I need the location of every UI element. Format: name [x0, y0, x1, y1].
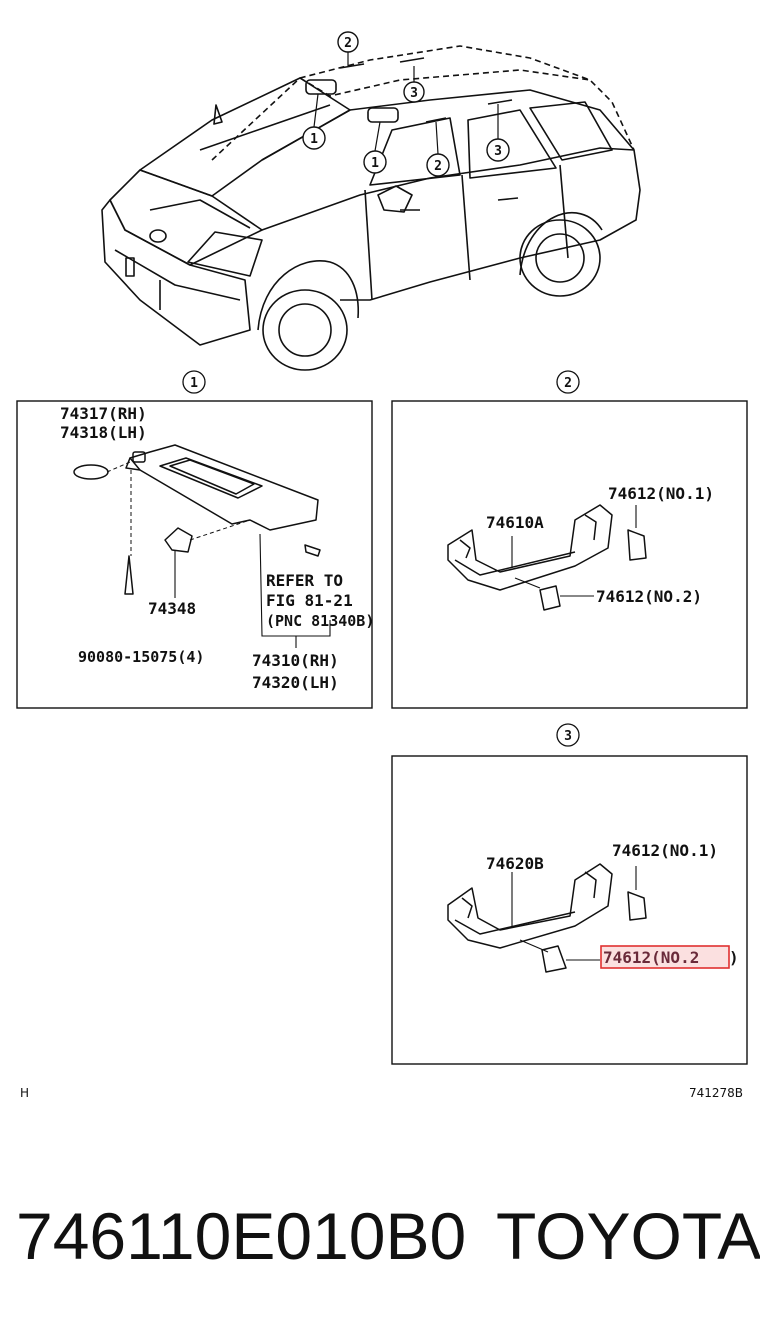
car-callout-1a: 1 — [310, 132, 318, 147]
grip-drawing-74620b — [447, 863, 647, 973]
panel-3-callout: 3 — [564, 729, 572, 744]
label-74320-lh: 74320(LH) — [252, 673, 339, 692]
car-callout-3a: 3 — [410, 86, 418, 101]
panel-1-sun-visor: 1 74317(RH) 74318(LH) 74348 REFER TO — [16, 370, 374, 709]
label-74612-no2-panel3-highlighted: 74612(NO.2 — [603, 948, 699, 967]
label-90080-15075: 90080-15075(4) — [78, 648, 204, 666]
label-74318-lh: 74318(LH) — [60, 423, 147, 442]
panel-1-callout: 1 — [190, 376, 198, 391]
label-refer-line3: (PNC 81340B) — [266, 612, 374, 630]
car-callout-3b: 3 — [494, 144, 502, 159]
sun-visor-drawing — [73, 444, 321, 595]
label-74317-rh: 74317(RH) — [60, 404, 147, 423]
label-74620b: 74620B — [486, 854, 544, 873]
corner-code-left: H — [20, 1086, 29, 1100]
illustration-number: 741278B — [689, 1086, 743, 1100]
label-74310-rh: 74310(RH) — [252, 651, 339, 670]
label-74348: 74348 — [148, 599, 196, 618]
panel-2-callout: 2 — [564, 376, 572, 391]
car-callout-2a: 2 — [344, 36, 352, 51]
car-callouts — [302, 31, 510, 177]
panel-2-assist-grip: 2 74610A 74612(NO.1) 74612(NO.2) — [391, 370, 748, 709]
label-74612-no2-panel2: 74612(NO.2) — [596, 587, 702, 606]
highlight-box — [600, 945, 730, 969]
part-number: 746110E010B0 — [16, 1199, 467, 1273]
label-74612-no1-panel3: 74612(NO.1) — [612, 841, 718, 860]
panel-3-assist-grip: 3 74620B 74612(NO.1) 74612(NO.2 ) — [391, 723, 748, 1065]
label-refer-line2: FIG 81-21 — [266, 591, 353, 610]
vehicle-illustration — [101, 45, 641, 371]
grip-drawing-74610a — [447, 504, 647, 611]
label-74612-no1-panel2: 74612(NO.1) — [608, 484, 714, 503]
label-74610a: 74610A — [486, 513, 544, 532]
label-refer-line1: REFER TO — [266, 571, 343, 590]
label-74612-no2-panel3-suffix: ) — [729, 948, 739, 967]
car-callout-2b: 2 — [434, 159, 442, 174]
car-callout-1b: 1 — [371, 156, 379, 171]
brand-name: TOYOTA — [496, 1199, 760, 1273]
